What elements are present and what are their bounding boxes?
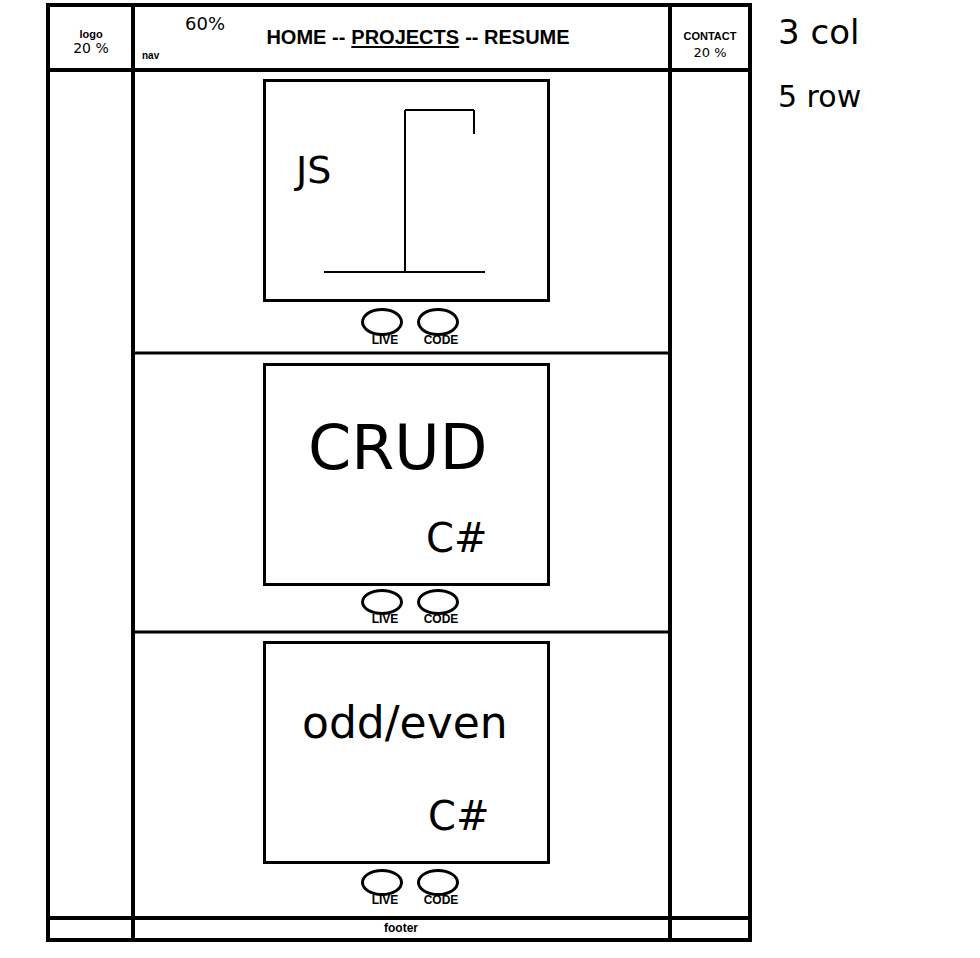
button-label: LIVE <box>372 334 399 347</box>
node-text: nav <box>142 50 159 61</box>
live-button: LIVE <box>361 869 403 896</box>
node-text: 20 % <box>693 46 726 60</box>
nav-cell: nav 60% HOME -- PROJECTS -- RESUME <box>135 8 668 68</box>
node-text: footer <box>384 922 418 935</box>
logo-cell: logo20 % <box>50 8 132 68</box>
project-preview: JS <box>263 79 550 302</box>
code-button: CODE <box>417 869 459 896</box>
footer-cell: footer <box>135 920 668 938</box>
node-text: -- RESUME <box>465 26 569 48</box>
row-divider <box>133 631 670 634</box>
node-text: HOME -- <box>266 26 345 48</box>
button-label: CODE <box>424 894 459 907</box>
row-divider <box>48 68 750 72</box>
node-text: C# <box>428 794 489 838</box>
live-button: LIVE <box>361 589 403 615</box>
node-text: CONTACT <box>684 30 737 42</box>
node-text: 20 % <box>73 41 109 56</box>
button-label: LIVE <box>372 894 399 907</box>
node-text: odd/even <box>302 699 508 747</box>
margin-note: 3 col <box>778 14 859 51</box>
node-text: JS <box>296 150 331 192</box>
code-button: CODE <box>417 589 459 615</box>
node-text: C# <box>426 516 487 560</box>
gallows-beam <box>405 109 474 111</box>
gallows-rope <box>473 110 475 134</box>
node-text: PROJECTS <box>351 26 459 48</box>
column-divider <box>131 5 135 940</box>
live-button: LIVE <box>361 308 403 336</box>
button-label: LIVE <box>372 613 399 626</box>
page-frame <box>48 5 750 940</box>
margin-note: 5 row <box>778 80 861 113</box>
node-text: logo <box>79 28 102 40</box>
code-button: CODE <box>417 308 459 336</box>
row-divider <box>48 916 750 920</box>
nav-menu: HOME -- PROJECTS -- RESUME <box>266 26 569 48</box>
gallows-post <box>404 110 406 272</box>
button-label: CODE <box>424 613 459 626</box>
node-text: 60% <box>185 14 225 34</box>
column-divider <box>668 5 672 940</box>
node-text: CRUD <box>308 414 488 482</box>
hangman-sketch <box>324 110 485 272</box>
project-preview: CRUD C# <box>263 363 550 586</box>
project-preview: odd/evenC# <box>263 641 550 864</box>
contact-cell: CONTACT 20 % <box>672 8 748 68</box>
row-divider <box>133 352 670 355</box>
button-label: CODE <box>424 334 459 347</box>
